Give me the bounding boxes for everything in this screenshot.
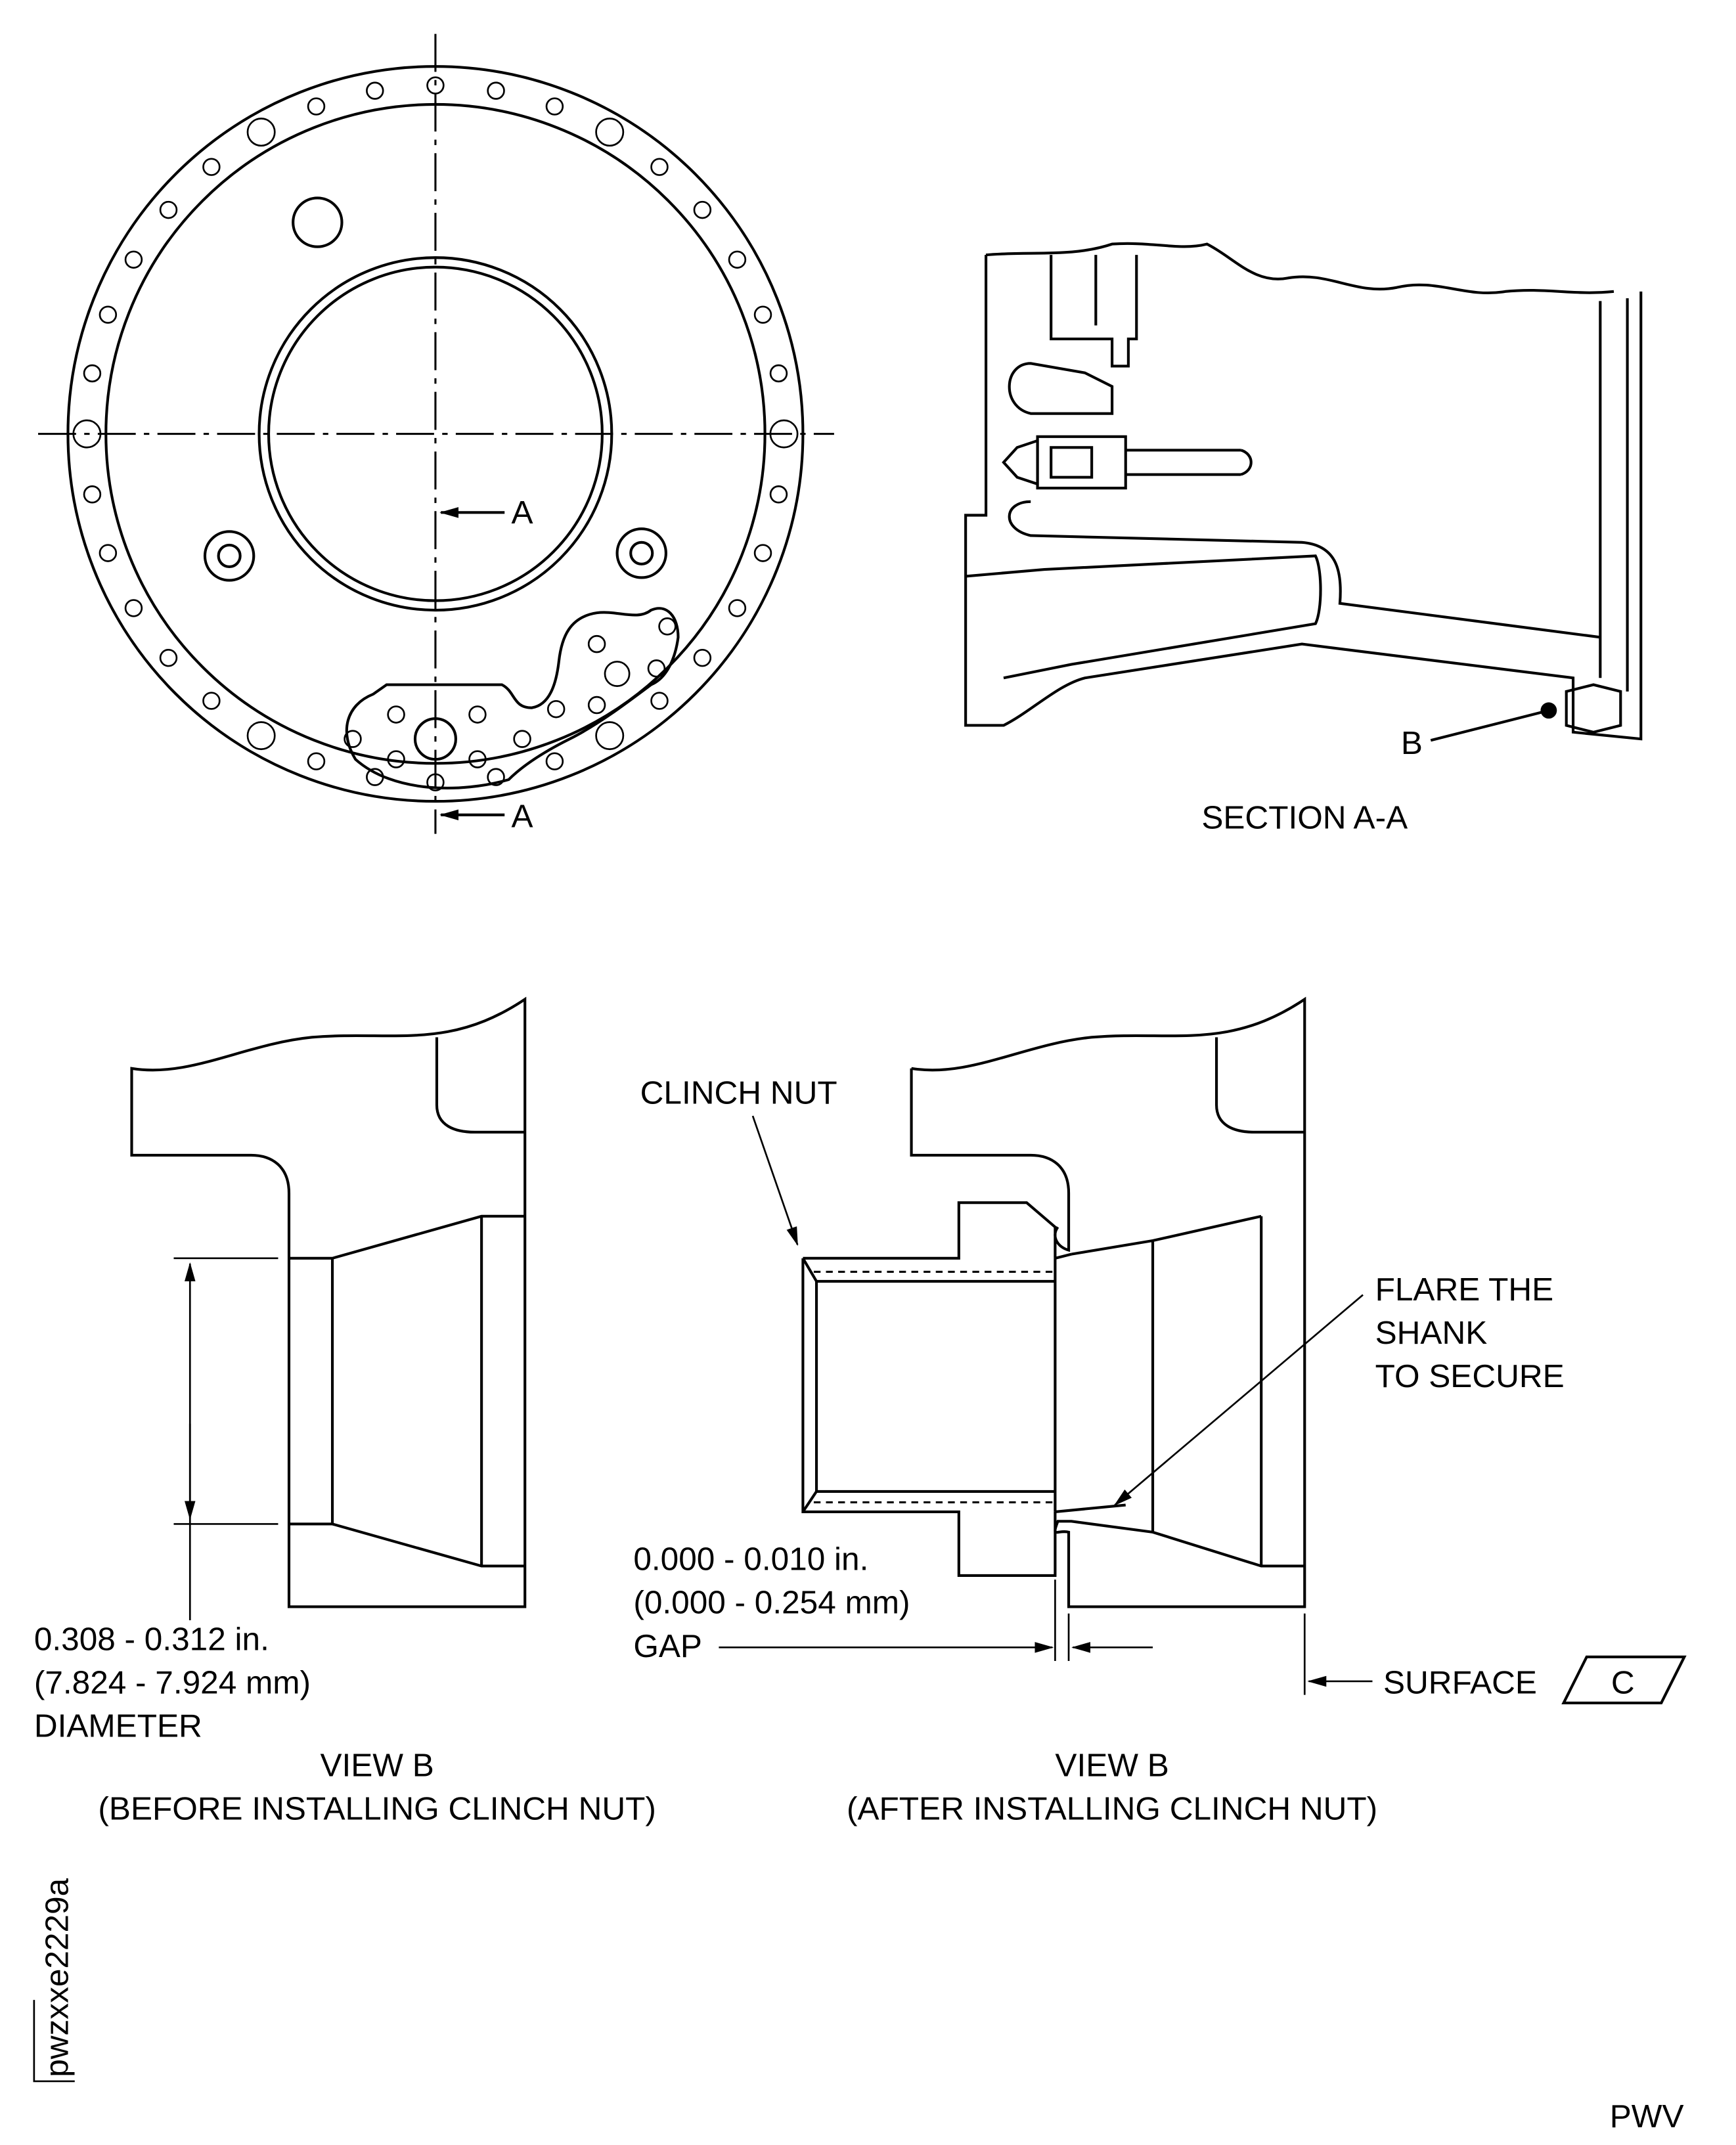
clinch-nut-location <box>1565 683 1622 734</box>
bolt-hole <box>728 599 747 617</box>
bolt-hole <box>159 200 178 219</box>
clinch-nut-label: CLINCH NUT <box>640 1074 837 1111</box>
casing-outline <box>964 255 1643 741</box>
front-view: A A <box>38 33 834 834</box>
figure-id: pwzxxe2229a <box>39 1878 75 2077</box>
hole-profile <box>288 1214 525 1568</box>
clinch-nut <box>801 1201 1057 1577</box>
bolt-hole <box>124 599 143 617</box>
bolt-hole <box>753 305 772 324</box>
flare-note-line3: TO SECURE <box>1375 1358 1565 1394</box>
bolt-hole <box>307 97 326 116</box>
datum-label: C <box>1611 1665 1635 1701</box>
gap-mm: (0.000 - 0.254 mm) <box>633 1585 910 1621</box>
bolt-hole <box>769 364 788 383</box>
bolt-hole <box>595 721 625 751</box>
bolt-hole <box>83 485 102 504</box>
section-arrow-label: A <box>512 798 533 834</box>
bolt-hole-pattern <box>72 76 799 791</box>
boss <box>203 530 256 582</box>
bolt-hole <box>595 118 625 147</box>
bolt-hole <box>83 364 102 383</box>
bolt-hole <box>246 721 276 751</box>
figure-id-bracket <box>33 2000 75 2083</box>
flare-note-line1: FLARE THE <box>1375 1272 1554 1308</box>
diameter-mm: (7.824 - 7.924 mm) <box>34 1665 311 1701</box>
bolt-hole <box>487 81 505 100</box>
section-title: SECTION A-A <box>1201 799 1408 835</box>
surface-label: SURFACE <box>1383 1665 1537 1701</box>
bolt-hole <box>693 648 712 667</box>
view-after-subtitle: (AFTER INSTALLING CLINCH NUT) <box>847 1791 1377 1827</box>
bolt-hole <box>545 97 564 116</box>
detail-b-label: B <box>1401 725 1423 761</box>
flare-note-line2: SHANK <box>1375 1315 1488 1351</box>
flare-leader <box>1113 1294 1364 1506</box>
bolt-hole <box>753 544 772 562</box>
bolt-hole <box>99 544 118 562</box>
bolt-hole <box>769 485 788 504</box>
diameter-inches: 0.308 - 0.312 in. <box>34 1621 269 1657</box>
datum-box <box>1561 1655 1687 1705</box>
casing-step <box>1050 255 1138 368</box>
bolt-hole <box>124 250 143 269</box>
boss-hole <box>217 543 242 569</box>
gap-label: GAP <box>633 1628 702 1664</box>
bolt-hole <box>487 768 505 786</box>
bolt-hole <box>307 752 326 770</box>
corner-code: PWV <box>1610 2098 1684 2134</box>
bolt-hole <box>246 118 276 147</box>
break-line <box>985 242 1614 295</box>
gap-inches: 0.000 - 0.010 in. <box>633 1541 868 1578</box>
section-arrow-label: A <box>512 495 533 531</box>
boss <box>615 527 667 579</box>
bolt-hole <box>650 692 669 710</box>
bolt-hole <box>693 200 712 219</box>
boss-hole <box>629 541 654 565</box>
port-hole <box>292 196 344 248</box>
pad-outline <box>345 607 680 790</box>
bolt-hole <box>545 752 564 770</box>
web-line <box>1008 500 1601 639</box>
view-before-subtitle: (BEFORE INSTALLING CLINCH NUT) <box>98 1791 656 1827</box>
stud <box>1125 449 1253 476</box>
clinch-nut-leader <box>751 1115 799 1247</box>
bolt-hole <box>99 305 118 324</box>
bolt-hole <box>202 158 221 176</box>
part-outline <box>911 996 1306 1608</box>
bolt-hole <box>159 648 178 667</box>
view-after-title: VIEW B <box>1055 1747 1168 1783</box>
view-before-title: VIEW B <box>320 1747 434 1783</box>
view-b-before: 0.308 - 0.312 in. (7.824 - 7.924 mm) DIA… <box>34 996 656 1827</box>
section-a-a-view: B SECTION A-A <box>964 242 1643 835</box>
bolt-hole <box>728 250 747 269</box>
diameter-label: DIAMETER <box>34 1708 202 1744</box>
bolt-hole <box>202 692 221 710</box>
view-b-after: CLINCH NUT FLARE THE SHANK TO SECURE 0.0… <box>633 996 1687 1827</box>
bolt-hole <box>366 81 384 100</box>
part-outline <box>130 996 527 1608</box>
bolt-hole <box>650 158 669 176</box>
